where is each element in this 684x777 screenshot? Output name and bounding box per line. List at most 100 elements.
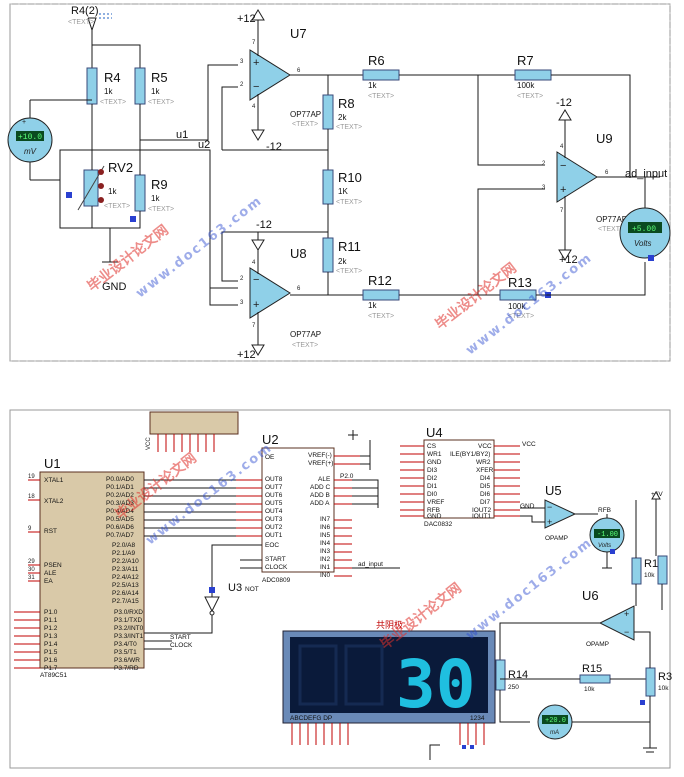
resistor-r15[interactable]: R15 10k bbox=[500, 663, 650, 693]
svg-text:R8: R8 bbox=[338, 96, 355, 111]
svg-text:P3.7/RD: P3.7/RD bbox=[114, 665, 139, 672]
resistor-r7[interactable]: R7 100k <TEXT> bbox=[514, 53, 631, 178]
opamp-u6[interactable]: + − U6 OPAMP bbox=[499, 588, 651, 660]
opamp-u9[interactable]: − + 2 3 6 4 7 -12 +12 U9 OP77AP <TEXT> a… bbox=[477, 75, 667, 295]
inverter-u3[interactable]: U3 NOT bbox=[144, 544, 262, 634]
svg-text:www.doc163.com: www.doc163.com bbox=[143, 440, 275, 548]
svg-text:R6: R6 bbox=[368, 53, 385, 68]
milliamp-meter[interactable]: +20.0 mA bbox=[537, 704, 657, 753]
seven-segment-display[interactable]: 共阴极 30 ABCDEFG DP 1234 bbox=[282, 619, 496, 760]
probe-r4-2[interactable]: R4(2) <TEXT> bbox=[68, 5, 112, 55]
svg-text:29: 29 bbox=[28, 559, 35, 565]
resistor-r9[interactable]: R9 1k <TEXT> bbox=[92, 150, 174, 229]
svg-text:P2.0: P2.0 bbox=[340, 473, 354, 480]
svg-text:10k: 10k bbox=[658, 685, 669, 692]
adc-u2[interactable]: U2 ADC0809 OE OUT8 OUT7 OUT6 OUT5 OUT4 O… bbox=[236, 430, 400, 584]
svg-text:P1.2: P1.2 bbox=[44, 625, 58, 632]
svg-text:R11: R11 bbox=[338, 239, 361, 254]
svg-text:−: − bbox=[547, 502, 552, 512]
svg-text:P1.1: P1.1 bbox=[44, 617, 58, 624]
svg-text:<TEXT>: <TEXT> bbox=[68, 19, 94, 26]
potentiometer-rv2[interactable]: RV2 1k <TEXT> bbox=[59, 150, 133, 229]
resistor-r14[interactable]: R14 250 bbox=[495, 659, 530, 723]
svg-text:P0.4/AD4: P0.4/AD4 bbox=[106, 508, 134, 515]
svg-text:-12: -12 bbox=[256, 219, 272, 231]
svg-text:R9: R9 bbox=[151, 177, 168, 192]
display-digits: 30 bbox=[396, 646, 475, 723]
svg-text:1k: 1k bbox=[104, 87, 113, 96]
svg-text:P1.0: P1.0 bbox=[44, 609, 58, 616]
svg-text:P0.5/AD5: P0.5/AD5 bbox=[106, 516, 134, 523]
svg-text:P0.7/AD7: P0.7/AD7 bbox=[106, 532, 134, 539]
svg-text:P2.5/A13: P2.5/A13 bbox=[112, 582, 139, 589]
svg-text:<TEXT>: <TEXT> bbox=[336, 199, 362, 206]
ground-symbol: GND bbox=[102, 228, 127, 293]
svg-text:30: 30 bbox=[28, 567, 35, 573]
svg-text:NOT: NOT bbox=[245, 586, 259, 593]
svg-text:WR1: WR1 bbox=[427, 451, 442, 458]
svg-text:<TEXT>: <TEXT> bbox=[292, 121, 318, 128]
volt-meter[interactable]: +5.00 Volts bbox=[619, 177, 671, 261]
svg-text:OE: OE bbox=[265, 454, 275, 461]
svg-text:u1: u1 bbox=[176, 129, 188, 141]
svg-text:U8: U8 bbox=[290, 246, 307, 261]
resistor-r1[interactable]: +6V R1 10k bbox=[631, 490, 668, 610]
svg-text:ad_input: ad_input bbox=[358, 561, 383, 568]
svg-text:2: 2 bbox=[240, 82, 244, 88]
svg-text:RFB: RFB bbox=[427, 507, 440, 514]
svg-text:R14: R14 bbox=[508, 669, 528, 681]
resistor-r10[interactable]: R10 1K <TEXT> bbox=[322, 169, 362, 238]
resistor-r6[interactable]: R6 1k <TEXT> bbox=[290, 53, 515, 100]
svg-text:DI7: DI7 bbox=[480, 499, 491, 506]
resistor-r12[interactable]: R12 1k <TEXT> bbox=[290, 273, 500, 320]
resistor-r11[interactable]: R11 2k <TEXT> bbox=[322, 237, 362, 295]
svg-text:OUT4: OUT4 bbox=[265, 508, 283, 515]
mcu-u1[interactable]: U1 AT89C51 XTAL1 XTAL2 RST PSEN ALE EA P… bbox=[14, 456, 145, 679]
svg-text:mA: mA bbox=[550, 730, 559, 736]
resistor-r13[interactable]: R13 100k <TEXT> bbox=[499, 262, 646, 320]
svg-text:IOUT2: IOUT2 bbox=[472, 507, 492, 514]
svg-text:U1: U1 bbox=[44, 456, 61, 471]
svg-text:IN2: IN2 bbox=[320, 556, 331, 563]
svg-text:AT89C51: AT89C51 bbox=[40, 672, 67, 679]
volt-meter-bottom[interactable]: -1.00 Volts bbox=[589, 514, 625, 569]
svg-text:1k: 1k bbox=[151, 87, 160, 96]
svg-text:+20.0: +20.0 bbox=[545, 717, 566, 725]
svg-text:ADC0809: ADC0809 bbox=[262, 577, 291, 584]
dac-u4[interactable]: U4 DAC0832 CS WR1 GND DI3 DI2 DI1 DI0 VR… bbox=[400, 425, 536, 528]
svg-text:www.doc163.com: www.doc163.com bbox=[463, 250, 595, 358]
resistor-r8[interactable]: R8 2k <TEXT> bbox=[222, 75, 362, 170]
svg-text:EA: EA bbox=[44, 578, 53, 585]
resistor-r5[interactable]: R5 1k <TEXT> bbox=[134, 67, 174, 106]
opamp-u5[interactable]: − + U5 OPAMP RFB bbox=[520, 483, 611, 542]
svg-text:−: − bbox=[253, 81, 259, 93]
millivolt-meter[interactable]: +10.0 mV + bbox=[7, 99, 92, 181]
opamp-u8[interactable]: − + 2 3 6 4 7 -12 +12 U8 OP77AP <TEXT> bbox=[209, 219, 328, 361]
svg-text:CS: CS bbox=[427, 443, 437, 450]
svg-text:OUT6: OUT6 bbox=[265, 492, 283, 499]
svg-text:1K: 1K bbox=[338, 187, 348, 196]
svg-text:ADD A: ADD A bbox=[310, 500, 330, 507]
resistor-r4[interactable]: R4 1k <TEXT> bbox=[86, 67, 126, 106]
svg-text:<TEXT>: <TEXT> bbox=[368, 93, 394, 100]
svg-text:<TEXT>: <TEXT> bbox=[336, 268, 362, 275]
svg-text:<TEXT>: <TEXT> bbox=[368, 313, 394, 320]
resistor-pack[interactable]: VCC bbox=[146, 411, 239, 452]
opamp-u7[interactable]: + − 3 2 6 7 4 +12 -12 U7 OP77AP <TEXT> bbox=[221, 9, 321, 153]
svg-text:1k: 1k bbox=[368, 81, 377, 90]
svg-text:R5: R5 bbox=[151, 70, 168, 85]
svg-text:VREF(-): VREF(-) bbox=[308, 452, 332, 459]
svg-text:1234: 1234 bbox=[470, 715, 485, 722]
svg-text:−: − bbox=[253, 274, 259, 286]
svg-text:P1.3: P1.3 bbox=[44, 633, 58, 640]
svg-text:IN3: IN3 bbox=[320, 548, 331, 555]
svg-text:6: 6 bbox=[297, 68, 301, 74]
svg-text:IN5: IN5 bbox=[320, 532, 331, 539]
svg-text:P3.4/T0: P3.4/T0 bbox=[114, 641, 137, 648]
svg-text:OPAMP: OPAMP bbox=[545, 535, 568, 542]
svg-text:Volts: Volts bbox=[598, 543, 611, 549]
svg-text:+12: +12 bbox=[237, 13, 256, 25]
svg-text:P0.1/AD1: P0.1/AD1 bbox=[106, 484, 134, 491]
svg-text:U6: U6 bbox=[582, 588, 599, 603]
